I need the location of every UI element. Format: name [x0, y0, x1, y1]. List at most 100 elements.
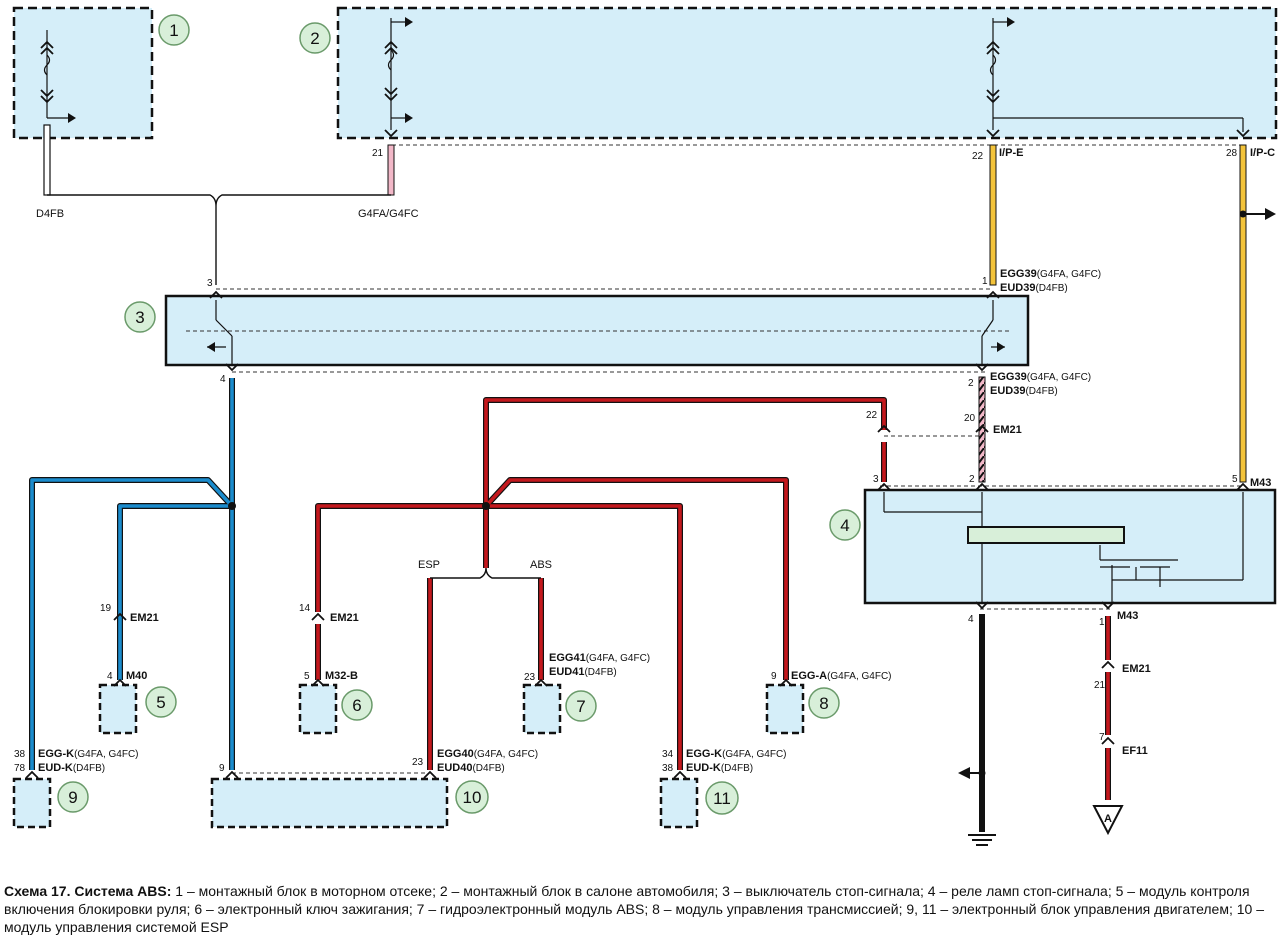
label-esp: ESP	[418, 559, 440, 571]
connector-eudk-11: EUD-K(D4FB)	[686, 762, 753, 774]
pin-label: 3	[873, 474, 879, 485]
pin-label: 20	[964, 413, 976, 424]
caption-text: 1 – монтажный блок в моторном отсеке; 2 …	[4, 883, 1264, 935]
block-7-abs-module	[522, 683, 562, 735]
pin-label: 5	[304, 671, 310, 682]
wire-join-d4fb	[47, 194, 391, 207]
connector-m43: M43	[1117, 610, 1138, 622]
internal-wiring	[43, 18, 1244, 603]
badge-2: 2	[299, 22, 331, 54]
ground-a-triangle	[1092, 805, 1124, 836]
badge-11: 11	[705, 781, 739, 815]
pin-label: 23	[412, 757, 424, 768]
svg-text:5: 5	[156, 693, 165, 712]
svg-text:6: 6	[352, 696, 361, 715]
wire-esp-abs-split	[430, 567, 541, 579]
badge-5: 5	[145, 686, 177, 718]
badge-9: 9	[57, 781, 89, 813]
pin-label: 78	[14, 763, 26, 774]
connector-em21: EM21	[993, 424, 1022, 436]
badge-10: 10	[455, 780, 489, 814]
pin-label: 19	[100, 603, 112, 614]
connector-m40: M40	[126, 670, 147, 682]
connector-egg39-top: EGG39(G4FA, G4FC)	[1000, 268, 1101, 280]
pin-label: 5	[1232, 474, 1238, 485]
pin-label: 1	[982, 276, 988, 287]
badge-3: 3	[124, 301, 156, 333]
connector-eggk-9: EGG-K(G4FA, G4FC)	[38, 748, 139, 760]
connector-egg39-bottom: EGG39(G4FA, G4FC)	[990, 371, 1091, 383]
connector-eud39-top: EUD39(D4FB)	[1000, 282, 1068, 294]
connector-eud39-bottom: EUD39(D4FB)	[990, 385, 1058, 397]
svg-text:10: 10	[463, 788, 482, 807]
block-6-ignition-key	[298, 683, 338, 735]
block-10-esp-module	[210, 777, 449, 829]
splice-dot	[1239, 210, 1247, 218]
pin-label: 14	[299, 603, 311, 614]
block-4-brake-lamp-relay	[863, 488, 1277, 605]
wire-pink-21	[387, 144, 395, 196]
pin-label: 34	[662, 749, 674, 760]
connector-em21: EM21	[330, 612, 359, 624]
connector-chevrons	[25, 40, 1250, 779]
connector-ipe: I/P-E	[999, 147, 1023, 159]
label-abs: ABS	[530, 559, 552, 571]
wire-red-fill	[316, 398, 1110, 800]
ground-a-label: A	[1104, 813, 1112, 825]
fuse-arrows	[68, 17, 1015, 352]
pin-label: 28	[1226, 148, 1238, 159]
connector-egg40: EGG40(G4FA, G4FC)	[437, 748, 538, 760]
pin-label: 21	[372, 148, 384, 159]
block-9-ecu	[12, 777, 52, 829]
block-11-ecu	[659, 777, 699, 829]
pin-label: 2	[968, 378, 974, 389]
pin-label: 4	[107, 671, 113, 682]
branch-arrow-head	[1265, 208, 1276, 220]
relay-coil	[967, 526, 1125, 544]
badge-6: 6	[341, 689, 373, 721]
pin-label: 9	[219, 763, 225, 774]
pin-label: 23	[524, 672, 536, 683]
pin-label: 4	[220, 374, 226, 385]
connector-egga: EGG-A(G4FA, G4FC)	[791, 670, 892, 682]
connector-ef11: EF11	[1122, 745, 1148, 757]
wire-yellow-22	[989, 144, 997, 286]
badge-8: 8	[808, 687, 840, 719]
caption-title: Схема 17. Система ABS:	[4, 883, 172, 899]
svg-text:7: 7	[576, 697, 585, 716]
wire-pink-striped	[978, 376, 986, 483]
pin-label: 3	[207, 278, 213, 289]
splice-dot	[978, 769, 986, 777]
connector-m32b: M32-B	[325, 670, 358, 682]
pin-label: 38	[14, 749, 26, 760]
wire-black-ground	[979, 614, 985, 832]
connector-eggk-11: EGG-K(G4FA, G4FC)	[686, 748, 787, 760]
pin-label: 2	[969, 474, 975, 485]
svg-text:8: 8	[819, 694, 828, 713]
badge-7: 7	[565, 690, 597, 722]
connector-ipc: I/P-C	[1250, 147, 1275, 159]
connector-egg41: EGG41(G4FA, G4FC)	[549, 652, 650, 664]
connector-eud40: EUD40(D4FB)	[437, 762, 505, 774]
svg-text:4: 4	[840, 516, 849, 535]
wire-blue-fill	[30, 378, 234, 770]
wire-yellow-28	[1239, 144, 1247, 483]
block-1-engine-fuse-box	[12, 6, 154, 140]
pin-label: 1	[1099, 617, 1105, 628]
wire-white-d4fb	[43, 124, 51, 196]
block-5-steering-lock-module	[98, 683, 138, 735]
svg-text:2: 2	[310, 29, 319, 48]
ground-symbol	[968, 834, 996, 846]
svg-text:11: 11	[713, 789, 731, 808]
pin-label: 22	[972, 151, 984, 162]
connector-m43: M43	[1250, 477, 1271, 489]
ground-branch-arrow	[958, 767, 970, 779]
pin-label: 21	[1094, 680, 1106, 691]
badge-4: 4	[829, 509, 861, 541]
block-3-brake-switch	[164, 294, 1030, 367]
connector-dashes	[186, 144, 1245, 774]
svg-text:1: 1	[169, 21, 178, 40]
figure-caption: Схема 17. Система ABS: 1 – монтажный бло…	[4, 882, 1276, 936]
label-d4fb: D4FB	[36, 208, 64, 220]
